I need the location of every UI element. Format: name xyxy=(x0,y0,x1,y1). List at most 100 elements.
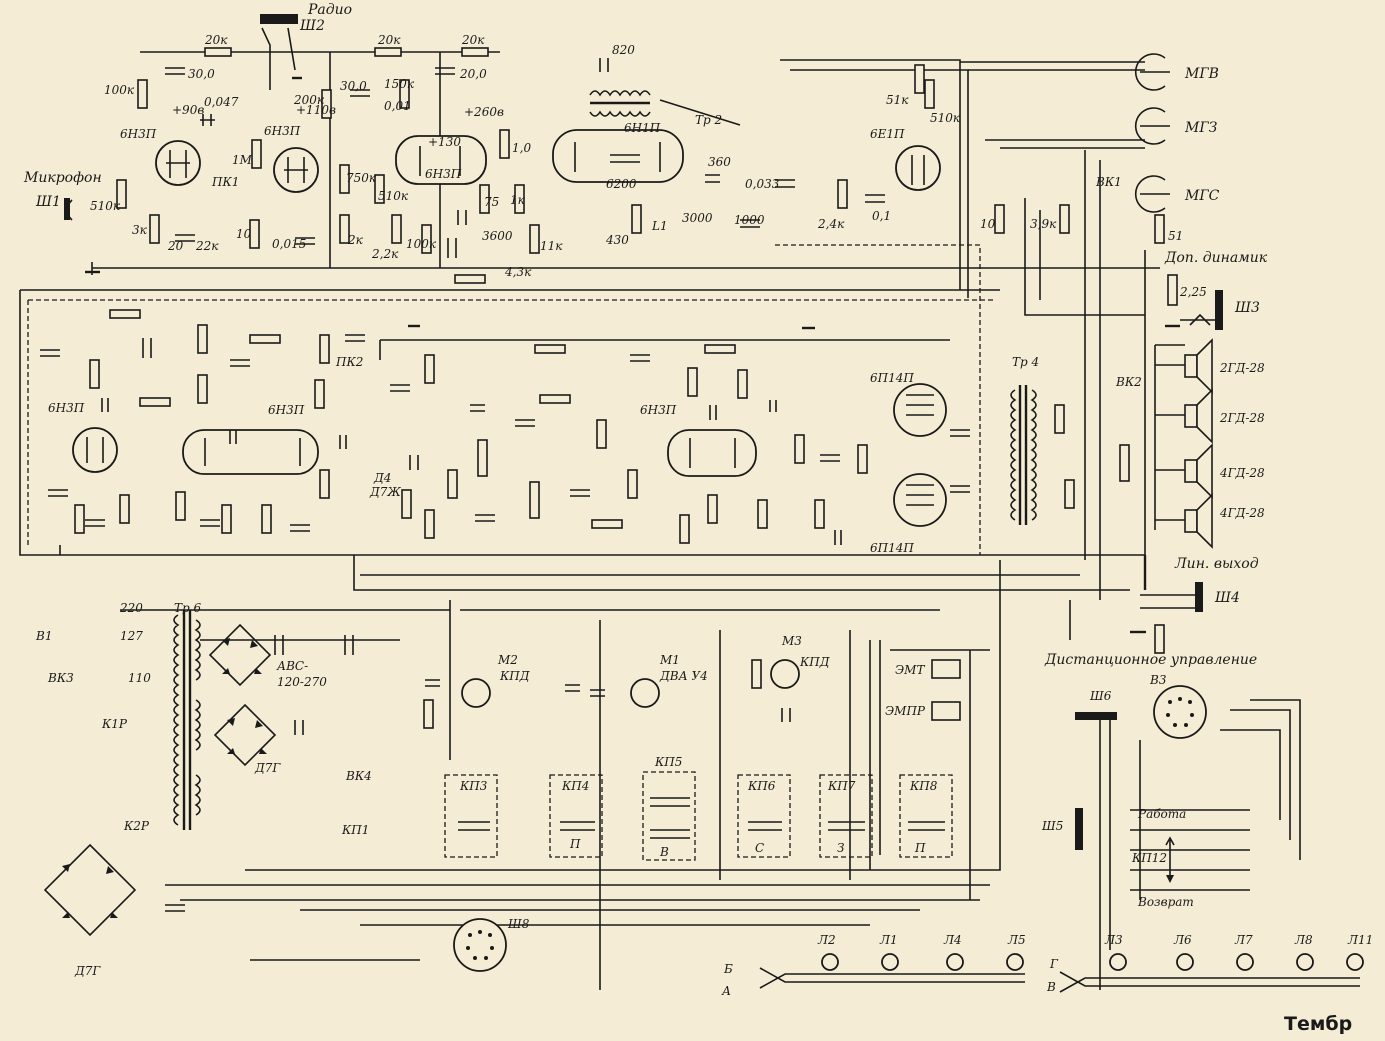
electromagnets: ЭМТ ЭМПР xyxy=(885,659,961,721)
value-label: 0,047 xyxy=(204,95,239,109)
l1-label: L1 xyxy=(651,219,668,233)
k2r-label: К2Р xyxy=(123,819,150,833)
transformer-tr4: Тр 4 xyxy=(1010,355,1039,525)
lamp-l7: Л7 xyxy=(1234,933,1254,971)
tube-6n1p: 6Н1П xyxy=(552,121,684,183)
value-label: 0,1 xyxy=(872,209,891,223)
lamp-l2: Л2 xyxy=(817,933,839,971)
sh4-label: Ш4 xyxy=(1214,590,1240,606)
lamp-l3: Л3 xyxy=(1104,933,1127,971)
tube-6n3p-3: 6Н3П xyxy=(395,135,487,185)
jack-sh3: Ш3 Доп. динамик xyxy=(1164,250,1268,330)
tube-label: 6П14П xyxy=(870,541,914,555)
tap-label: 220 xyxy=(119,601,143,615)
vk1-label: ВК1 xyxy=(1095,175,1122,189)
switch-kp8: КП8 П xyxy=(899,774,953,858)
tube-label: 6П14П xyxy=(870,371,914,385)
value-label: 3,9к xyxy=(1030,217,1057,231)
value-label: 22к xyxy=(195,239,219,253)
value-label: 2,4к xyxy=(817,217,845,231)
vk3-label: ВК3 xyxy=(47,671,74,685)
v1-label: В1 xyxy=(35,629,52,643)
value-label: 11к xyxy=(540,239,563,253)
value-label: 750к xyxy=(346,171,377,185)
value-label: 1М xyxy=(232,153,253,167)
speaker-label: 4ГД-28 xyxy=(1219,506,1265,520)
value-label: +130 xyxy=(428,135,461,149)
switch-boxes: КП3 КП4 П КП5 В КП6 С КП7 З xyxy=(444,755,953,861)
speaker-label: 4ГД-28 xyxy=(1219,466,1265,480)
value-label: 100к xyxy=(104,83,135,97)
value-label: 200к xyxy=(293,93,325,107)
jack-mgs: МГС xyxy=(1134,175,1220,213)
lamp-label: Л8 xyxy=(1294,933,1313,947)
vk2-label: ВК2 xyxy=(1115,375,1142,389)
tube-label: 6Н3П xyxy=(268,403,305,417)
sh2-label: Ш2 xyxy=(299,18,325,34)
value-label: 20 xyxy=(167,239,184,253)
m3-label: М3 xyxy=(781,634,802,648)
bus-lines xyxy=(19,51,1160,990)
value-label: 6200 xyxy=(606,177,637,191)
tube-6n3p-5: 6Н3П xyxy=(182,403,319,475)
sh8-label: Ш8 xyxy=(507,917,530,931)
vozvrat-label: Возврат xyxy=(1137,895,1194,909)
speaker-label: 2ГД-28 xyxy=(1219,361,1265,375)
switch-label: КП7 xyxy=(827,779,856,793)
k1r-label: К1Р xyxy=(101,717,128,731)
bus-label: Б xyxy=(723,962,733,976)
value-label: 510к xyxy=(378,189,409,203)
value-label: 150к xyxy=(384,77,415,91)
lamp-l6: Л6 xyxy=(1173,933,1194,971)
lamp-label: Л2 xyxy=(817,933,836,947)
lamp-label: Л3 xyxy=(1104,933,1123,947)
tube-label: 6Н3П xyxy=(640,403,677,417)
value-label: 430 xyxy=(605,233,629,247)
tap-label: 110 xyxy=(128,671,151,685)
speaker-label: 2ГД-28 xyxy=(1219,411,1265,425)
tube-label: 6Н3П xyxy=(425,167,462,181)
rabota-label: Работа xyxy=(1137,807,1186,821)
tube-6n3p-2: 6Н3П xyxy=(264,124,319,193)
value-label: 0,01 xyxy=(384,99,411,113)
switch-kp7: КП7 З xyxy=(819,774,873,858)
switch-kp5: КП5 В xyxy=(642,755,696,861)
remote-control-block: Дистанционное управление Ш6 Ш5 Работа Во… xyxy=(1041,652,1301,990)
value-label: 360 xyxy=(708,155,731,169)
tr4-label: Тр 4 xyxy=(1012,355,1039,369)
switch-label: КП5 xyxy=(654,755,682,769)
lamp-label: Л6 xyxy=(1173,933,1192,947)
d4-type: Д7Ж xyxy=(369,485,401,499)
bus-label: А xyxy=(721,984,731,998)
sh6-label: Ш6 xyxy=(1089,689,1112,703)
d7g-label: Д7Г xyxy=(74,964,101,978)
lamp-label: Л11 xyxy=(1347,933,1373,947)
switch-kp6: КП6 С xyxy=(737,774,791,858)
capacitors xyxy=(40,58,970,912)
jack-mgv: МГВ xyxy=(1134,53,1219,91)
jack-mgz: МГЗ xyxy=(1134,107,1218,145)
switch-label: КП4 xyxy=(561,779,589,793)
switch-mark: П xyxy=(569,837,581,851)
lamp-l11: Л11 xyxy=(1346,933,1373,971)
motor-m3: М3 КПД xyxy=(770,634,830,689)
pk1-label: ПК1 xyxy=(211,175,239,189)
mgz-label: МГЗ xyxy=(1184,120,1218,136)
timbre-label: Тембр xyxy=(1284,1013,1352,1035)
socket-v3: В3 xyxy=(1149,673,1207,739)
value-label: 75 xyxy=(484,195,499,209)
radio-label: Радио xyxy=(307,2,352,18)
sh5-label: Ш5 xyxy=(1041,819,1063,833)
lamp-l1: Л1 xyxy=(879,933,899,971)
dop-dinamik-label: Доп. динамик xyxy=(1164,250,1268,266)
lamp-l4: Л4 xyxy=(943,933,964,971)
tr2-label: Тр 2 xyxy=(695,113,722,127)
speaker-2: 2ГД-28 xyxy=(1184,388,1265,444)
value-label: 2к xyxy=(347,233,364,247)
lamp-strip: Б А Г В Л2 Л1 Л4 Л5 Л3 Л6 Л7 Л8 Л11 xyxy=(721,933,1373,998)
value-label: 51к xyxy=(886,93,909,107)
switch-mark: П xyxy=(914,841,926,855)
value-label: 51 xyxy=(1168,229,1183,243)
value-label: 100к xyxy=(406,237,437,251)
socket-sh8: Ш8 xyxy=(453,917,530,972)
